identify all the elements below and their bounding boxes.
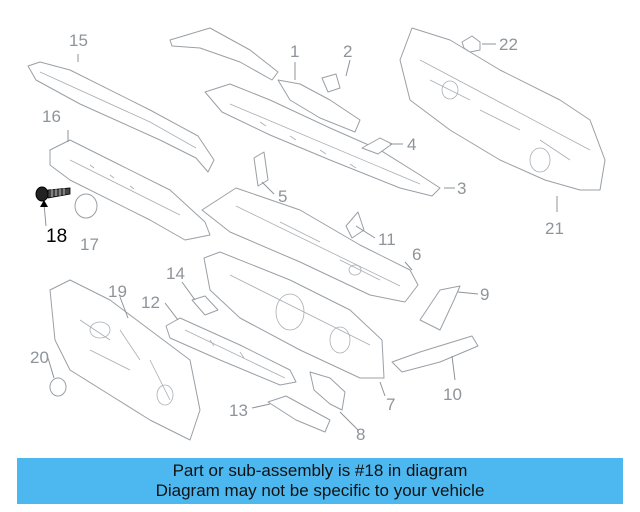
part-11-bracket: [345, 211, 365, 239]
part-7-firewall: [203, 251, 385, 379]
callout-12: 12: [141, 293, 160, 312]
callout-16: 16: [42, 107, 61, 126]
info-banner: Part or sub-assembly is #18 in diagram D…: [17, 458, 623, 504]
part-10-rail: [391, 335, 479, 373]
callout-2: 2: [343, 42, 352, 61]
callout-9: 9: [480, 285, 489, 304]
banner-line-1: Part or sub-assembly is #18 in diagram: [172, 461, 468, 480]
part-1-cowl: [169, 27, 361, 133]
callout-15: 15: [69, 31, 88, 50]
banner-line-2: Diagram may not be specific to your vehi…: [155, 481, 485, 500]
callout-17: 17: [80, 235, 99, 254]
part-18-screw-icon: [35, 186, 71, 202]
callout-21: 21: [545, 219, 564, 238]
parts-diagram: 15 16 1 2 3 4 5 6 7 8 9 10 11 12 13 14 1…: [27, 27, 606, 444]
callout-10: 10: [443, 385, 462, 404]
callout-13: 13: [229, 401, 248, 420]
callout-18: 18: [46, 226, 67, 247]
callout-1: 1: [290, 42, 299, 61]
callout-3: 3: [457, 179, 466, 198]
part-5-bracket: [253, 151, 269, 187]
callout-6: 6: [412, 245, 421, 264]
part-14-clip: [191, 295, 219, 316]
part-9-brace: [419, 285, 461, 331]
callout-5: 5: [278, 187, 287, 206]
part-19-insulator: [49, 279, 201, 441]
callout-7: 7: [386, 395, 395, 414]
part-21-front-structure: [399, 27, 606, 191]
callout-4: 4: [407, 135, 416, 154]
part-15-panel: [27, 61, 215, 173]
part-2-bracket: [321, 73, 341, 93]
part-6-dash-panel: [201, 187, 419, 303]
callout-11: 11: [378, 230, 396, 249]
part-8-bracket: [309, 371, 346, 411]
part-17-grommet: [74, 193, 98, 219]
callout-22: 22: [499, 35, 518, 54]
callout-8: 8: [356, 425, 365, 444]
callout-20: 20: [30, 348, 49, 367]
part-3-upper-cowl: [204, 83, 441, 197]
part-16-cross-member: [49, 139, 211, 241]
part-13-bracket: [267, 395, 331, 433]
leader-lines: [40, 43, 558, 431]
callout-19: 19: [108, 282, 127, 301]
part-12-bracket: [165, 317, 297, 386]
part-22-push-pin: [461, 35, 481, 53]
callout-14: 14: [166, 264, 185, 283]
part-20-plug: [49, 377, 67, 397]
